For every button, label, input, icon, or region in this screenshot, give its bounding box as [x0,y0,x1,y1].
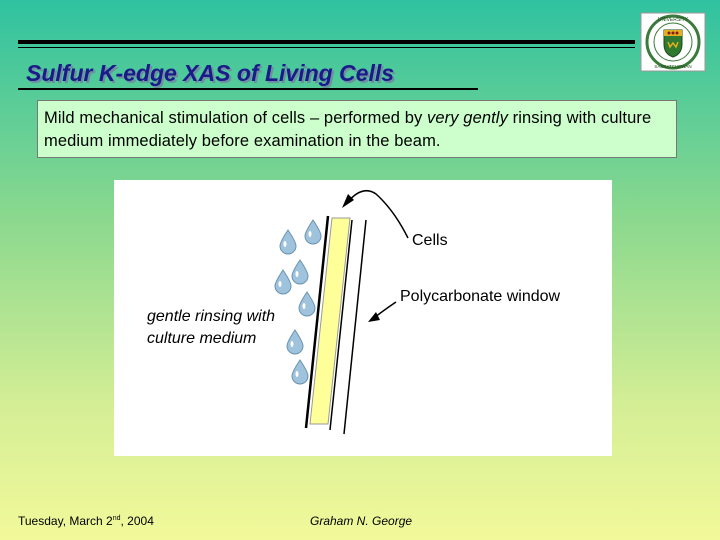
window-label: Polycarbonate window [400,288,561,305]
rinsing-label-line1: gentle rinsing with [147,308,276,325]
cells-label: Cells [412,232,448,249]
droplet [286,329,304,355]
droplet [279,229,297,255]
footer-date-year: , 2004 [120,514,154,528]
window-line-left [304,215,330,429]
description-text-2: rinsing with culture medium immediately … [44,109,652,150]
footer-date: Tuesday, March 2nd, 2004 [18,514,154,528]
university-crest-icon: UNIVERSITY SASKATCHEWAN [640,12,706,72]
window-line-outer [343,219,367,435]
cells-arrow [345,189,409,239]
cells-arrow-head [342,194,354,208]
slide-title: Sulfur K-edge XAS of Living Cells [26,60,395,86]
rinsing-diagram-svg [274,189,409,435]
droplet [304,219,322,245]
footer-author: Graham N. George [310,514,413,528]
svg-text:SASKATCHEWAN: SASKATCHEWAN [654,64,691,69]
rinsing-diagram: Cells Polycarbonate window gentle rinsin… [114,180,612,456]
window-line-right [329,219,353,431]
rinsing-label-line2: culture medium [147,330,257,347]
footer-date-ordinal: nd [112,515,121,522]
title-underline [18,88,478,90]
header-rule-thin [18,47,635,48]
droplet [291,259,309,285]
droplet [298,291,316,317]
svg-text:UNIVERSITY: UNIVERSITY [658,17,689,23]
slide-title-shadow: Sulfur K-edge XAS of Living Cells [28,62,397,88]
footer-date-main: Tuesday, March 2 [18,514,113,528]
droplet [274,269,292,295]
cells-layer [309,217,351,425]
window-arrow-head [368,312,380,322]
description-box: Mild mechanical stimulation of cells – p… [37,100,677,158]
header-rule-thick [18,40,635,44]
description-text-1: Mild mechanical stimulation of cells – p… [44,109,428,127]
droplet [291,359,309,385]
description-emphasis: very gently [427,109,508,127]
